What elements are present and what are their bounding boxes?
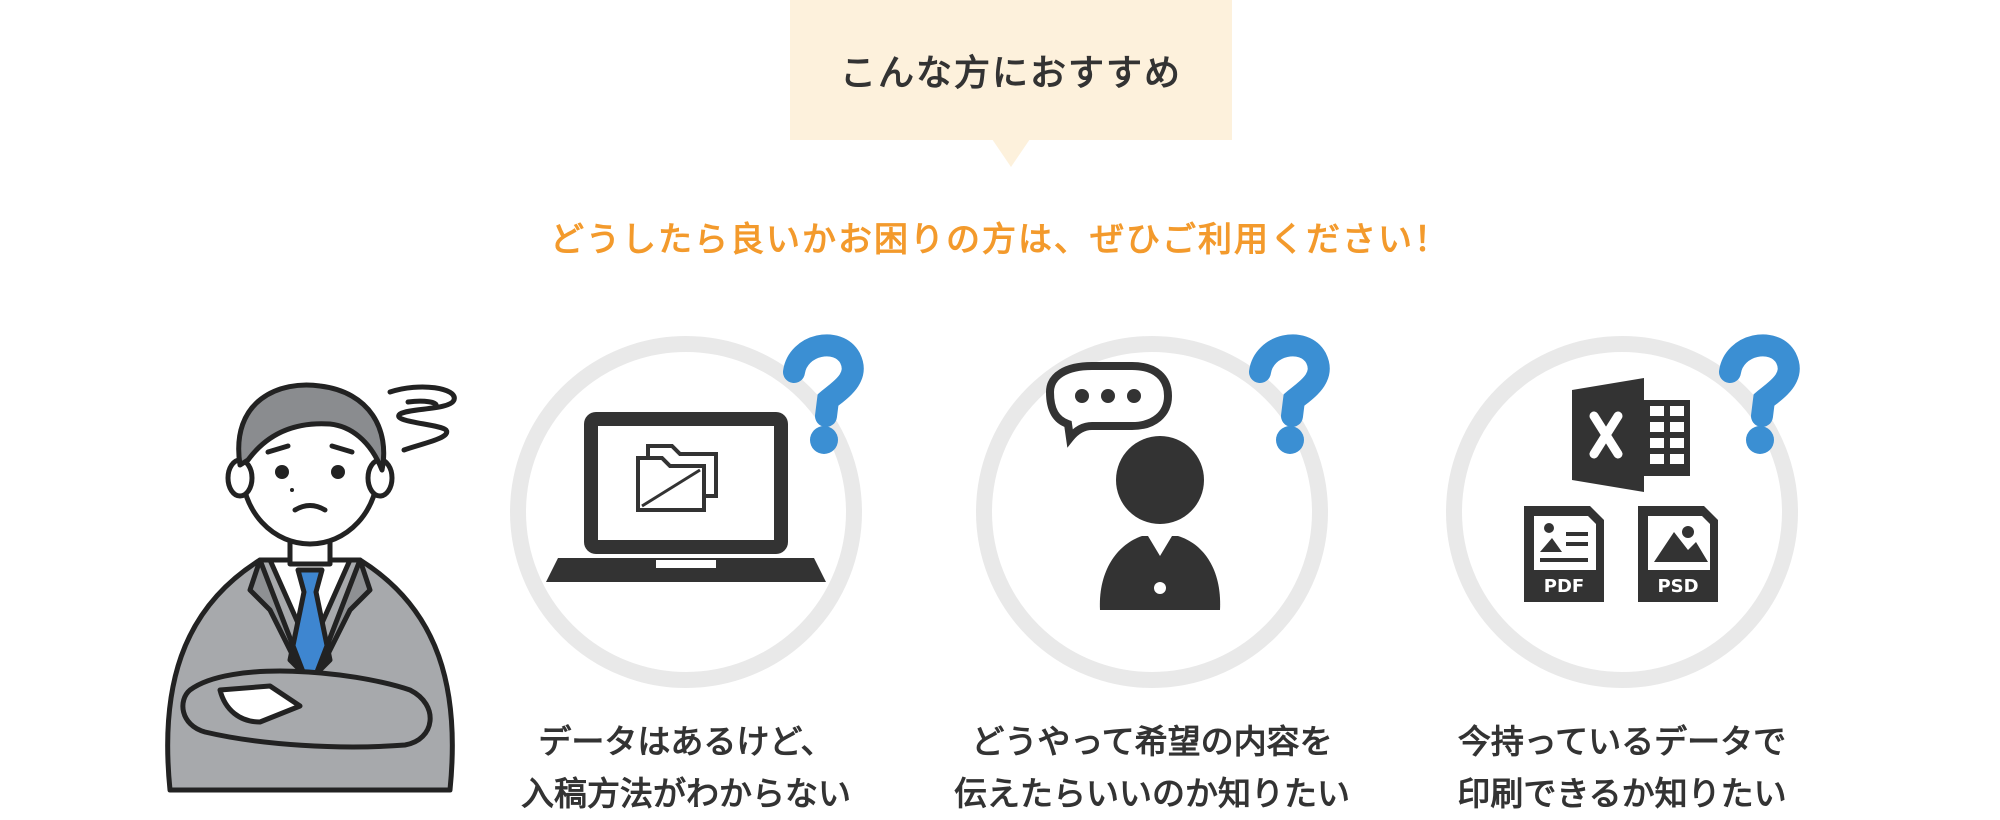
- pdf-file-icon: PDF: [1524, 506, 1604, 602]
- section-title: こんな方におすすめ: [790, 0, 1232, 140]
- card-caption: 今持っているデータで 印刷できるか知りたい: [1457, 722, 1787, 813]
- confusion-squiggle-icon: [387, 384, 457, 453]
- question-mark-icon: [783, 334, 864, 454]
- confused-businessman-illustration: [165, 382, 455, 793]
- card-ring: [976, 334, 1330, 688]
- card-ring: [510, 334, 864, 688]
- concern-card-communicate-request: どうやって希望の内容を 伝えたらいいのか知りたい: [942, 320, 1362, 820]
- concern-card-data-submission: データはあるけど、 入稿方法がわからない: [476, 320, 896, 820]
- card-ring: PDF PSD: [1446, 334, 1800, 688]
- speech-bubble-icon: [1045, 362, 1173, 448]
- question-mark-icon: [1249, 334, 1330, 454]
- title-pointer: [992, 139, 1030, 167]
- concern-card-file-compatibility: PDF PSD 今持っているデータで 印刷できるか知りたい: [1412, 320, 1832, 820]
- laptop-folder-icon: [546, 412, 826, 582]
- person-icon: [1099, 436, 1221, 610]
- svg-text:PDF: PDF: [1544, 576, 1584, 597]
- excel-icon: [1572, 378, 1690, 492]
- card-caption: データはあるけど、 入稿方法がわからない: [521, 722, 851, 813]
- svg-text:PSD: PSD: [1657, 576, 1698, 597]
- psd-file-icon: PSD: [1638, 506, 1718, 602]
- card-caption: どうやって希望の内容を 伝えたらいいのか知りたい: [954, 722, 1350, 813]
- subtitle: どうしたら良いかお困りの方は、ぜひご利用ください！: [550, 220, 1450, 260]
- question-mark-icon: [1719, 334, 1800, 454]
- section-title-text: こんな方におすすめ: [839, 53, 1182, 94]
